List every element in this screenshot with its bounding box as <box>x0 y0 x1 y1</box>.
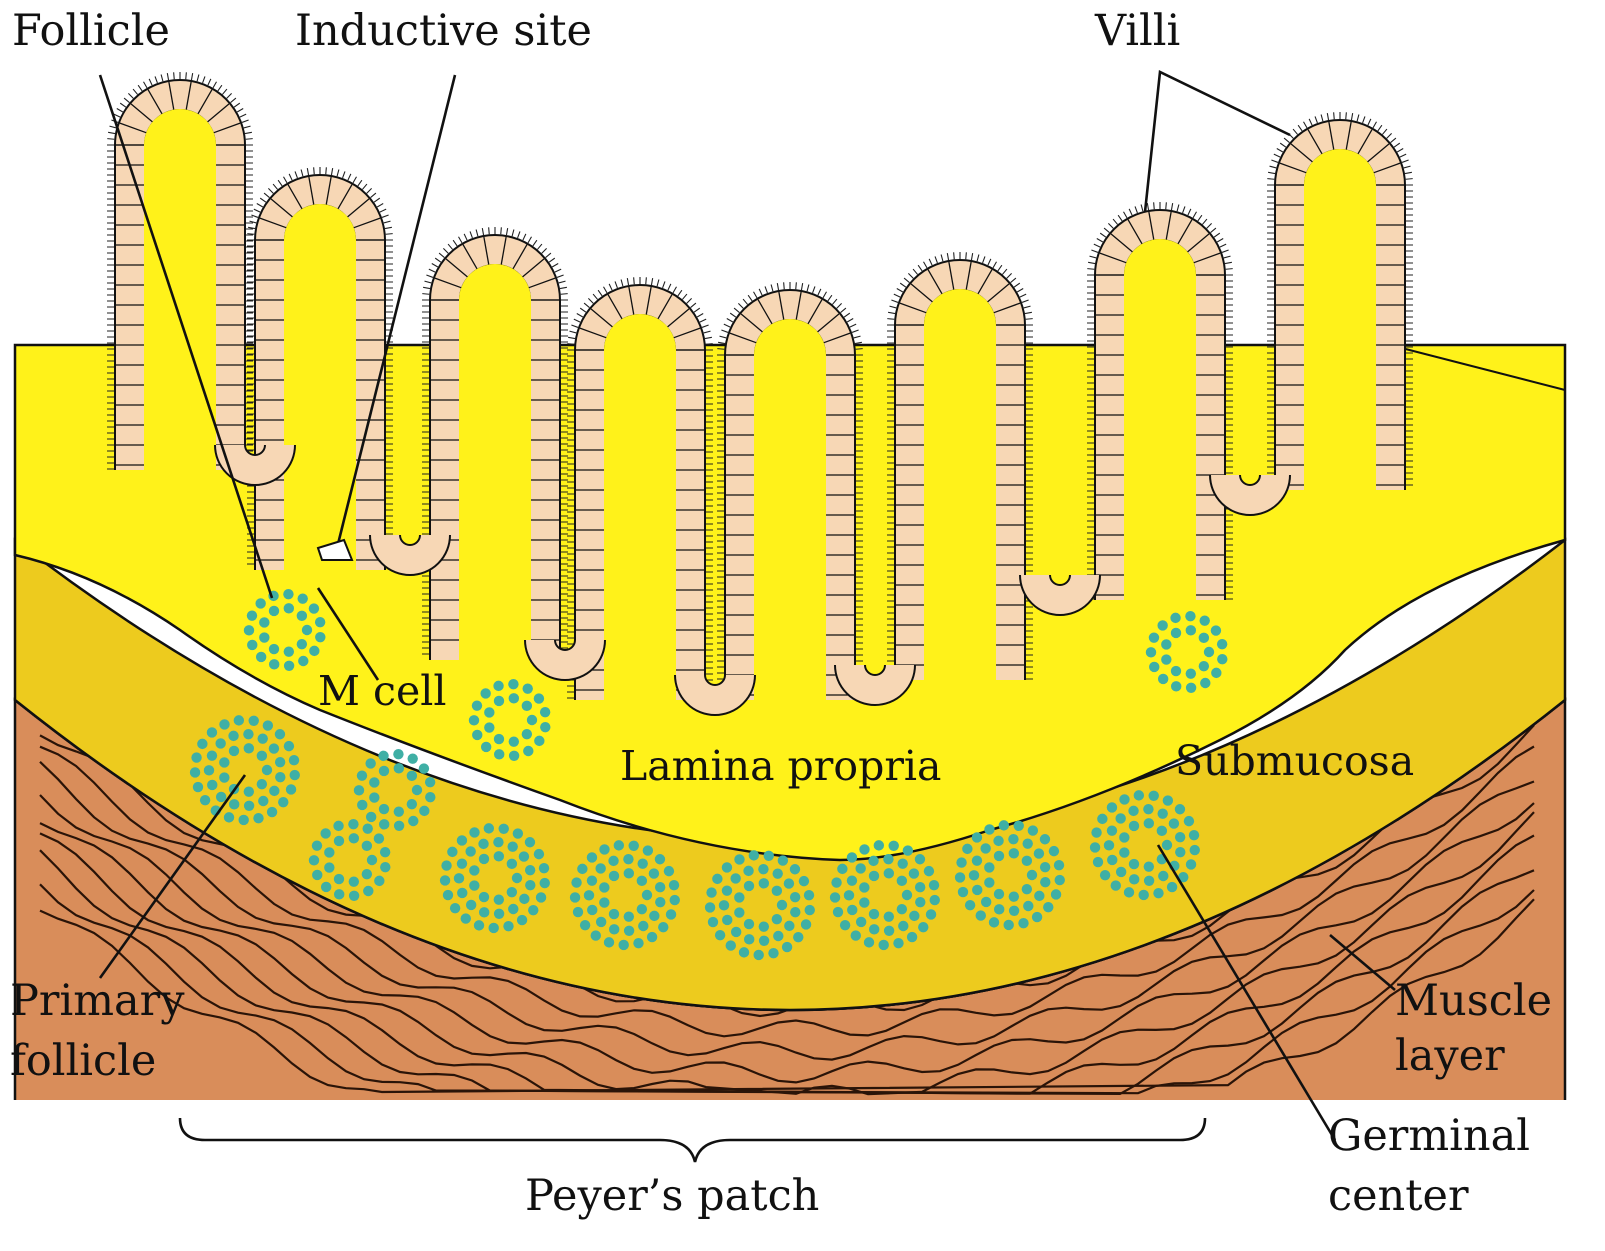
label-primary-follicle-line2: follicle <box>10 1036 156 1086</box>
villus <box>107 72 253 470</box>
villus <box>887 252 1033 680</box>
villus <box>247 167 393 570</box>
label-germinal-center-line1: Germinal <box>1328 1111 1530 1161</box>
label-muscle-layer-line2: layer <box>1395 1031 1505 1081</box>
label-villi: Villi <box>1094 6 1180 56</box>
label-muscle-layer-line1: Muscle <box>1395 976 1552 1026</box>
villus <box>1267 112 1413 490</box>
label-lamina-propria: Lamina propria <box>620 742 941 790</box>
villus <box>1087 202 1233 600</box>
label-follicle: Follicle <box>12 6 170 56</box>
label-peyers-patch: Peyer’s patch <box>525 1171 819 1221</box>
label-m-cell: M cell <box>318 667 446 715</box>
villus <box>422 227 568 660</box>
label-submucosa: Submucosa <box>1175 737 1414 785</box>
label-primary-follicle-line1: Primary <box>10 976 185 1026</box>
villus <box>717 282 863 700</box>
villus <box>567 277 713 700</box>
label-germinal-center-line2: center <box>1328 1171 1469 1221</box>
label-inductive-site: Inductive site <box>295 6 592 56</box>
